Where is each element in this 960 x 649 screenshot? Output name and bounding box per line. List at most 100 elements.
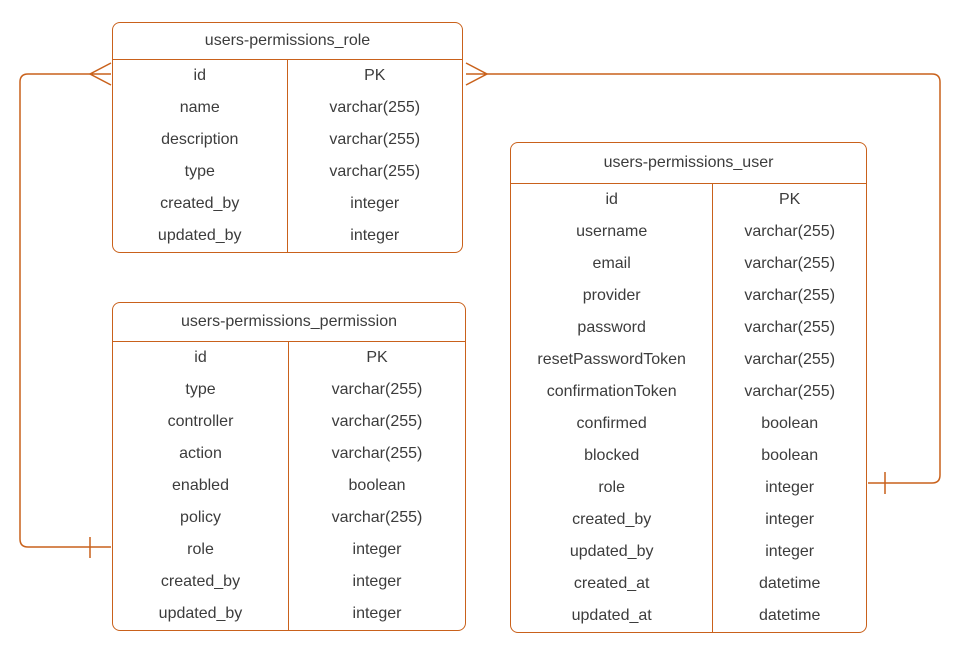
field-name-cell: id <box>113 342 289 374</box>
table-row: updated_by integer <box>511 536 866 568</box>
table-row: id PK <box>511 184 866 216</box>
field-type-cell: varchar(255) <box>331 413 423 430</box>
table-row: name varchar(255) <box>113 92 462 124</box>
field-type-cell: varchar(255) <box>744 255 836 272</box>
entity-users-permissions-user[interactable]: users-permissions_user id PK username varch… <box>510 142 867 633</box>
field-type-cell: PK <box>366 349 388 366</box>
field-name-cell: blocked <box>511 440 714 472</box>
field-name-cell: id <box>113 60 288 92</box>
table-row: confirmed boolean <box>511 408 866 440</box>
field-type-cell: varchar(255) <box>329 131 421 148</box>
field-type-cell: PK <box>364 67 386 84</box>
table-row: role integer <box>511 472 866 504</box>
crowfoot-many-icon <box>465 62 489 86</box>
field-type-cell: integer <box>350 227 400 244</box>
table-row: type varchar(255) <box>113 374 465 406</box>
entity-field-list: id PK name varchar(255) description varchar(2… <box>113 60 462 252</box>
table-row: updated_at datetime <box>511 600 866 632</box>
table-row: confirmationToken varchar(255) <box>511 376 866 408</box>
table-row: type varchar(255) <box>113 156 462 188</box>
field-name-cell: provider <box>511 280 714 312</box>
field-name-cell: password <box>511 312 714 344</box>
field-name-cell: enabled <box>113 470 289 502</box>
connector-line <box>19 73 111 548</box>
table-row: blocked boolean <box>511 440 866 472</box>
table-row: created_at datetime <box>511 568 866 600</box>
field-name-cell: created_at <box>511 568 714 600</box>
field-type-cell: varchar(255) <box>744 383 836 400</box>
crowfoot-many-icon <box>88 62 112 86</box>
table-row: id PK <box>113 342 465 374</box>
field-name-cell: username <box>511 216 714 248</box>
field-name-cell: id <box>511 184 714 216</box>
field-type-cell: integer <box>765 511 815 528</box>
entity-field-list: id PK type varchar(255) controller varchar(25… <box>113 342 465 630</box>
field-name-cell: controller <box>113 406 289 438</box>
field-name-cell: confirmationToken <box>511 376 714 408</box>
field-type-cell: varchar(255) <box>331 381 423 398</box>
table-row: action varchar(255) <box>113 438 465 470</box>
field-name-cell: name <box>113 92 288 124</box>
field-name-cell: policy <box>113 502 289 534</box>
field-name-cell: resetPasswordToken <box>511 344 714 376</box>
field-type-cell: integer <box>765 479 815 496</box>
field-type-cell: datetime <box>758 575 821 592</box>
field-name-cell: created_by <box>511 504 714 536</box>
field-type-cell: integer <box>765 543 815 560</box>
field-type-cell: boolean <box>761 447 819 464</box>
table-row: enabled boolean <box>113 470 465 502</box>
field-type-cell: varchar(255) <box>331 509 423 526</box>
field-type-cell: varchar(255) <box>329 99 421 116</box>
field-name-cell: type <box>113 156 288 188</box>
field-name-cell: role <box>113 534 289 566</box>
field-type-cell: varchar(255) <box>331 445 423 462</box>
table-row: provider varchar(255) <box>511 280 866 312</box>
entity-title: users-permissions_role <box>113 23 462 60</box>
field-name-cell: type <box>113 374 289 406</box>
field-name-cell: created_by <box>113 188 288 220</box>
field-type-cell: integer <box>352 573 402 590</box>
field-type-cell: varchar(255) <box>329 163 421 180</box>
table-row: created_by integer <box>511 504 866 536</box>
table-row: username varchar(255) <box>511 216 866 248</box>
table-row: updated_by integer <box>113 220 462 252</box>
field-name-cell: updated_at <box>511 600 714 632</box>
table-row: resetPasswordToken varchar(255) <box>511 344 866 376</box>
entity-field-list: id PK username varchar(255) email varchar(255… <box>511 184 866 632</box>
entity-title: users-permissions_permission <box>113 303 465 342</box>
field-name-cell: confirmed <box>511 408 714 440</box>
field-type-cell: varchar(255) <box>744 351 836 368</box>
field-type-cell: boolean <box>761 415 819 432</box>
field-type-cell: varchar(255) <box>744 223 836 240</box>
table-row: email varchar(255) <box>511 248 866 280</box>
entity-title: users-permissions_user <box>511 143 866 184</box>
field-name-cell: updated_by <box>113 598 289 630</box>
field-type-cell: PK <box>779 191 801 208</box>
field-name-cell: description <box>113 124 288 156</box>
table-row: description varchar(255) <box>113 124 462 156</box>
field-name-cell: updated_by <box>113 220 288 252</box>
field-type-cell: integer <box>350 195 400 212</box>
table-row: id PK <box>113 60 462 92</box>
field-type-cell: boolean <box>348 477 406 494</box>
field-type-cell: integer <box>352 605 402 622</box>
field-type-cell: varchar(255) <box>744 287 836 304</box>
field-name-cell: created_by <box>113 566 289 598</box>
field-name-cell: email <box>511 248 714 280</box>
field-type-cell: datetime <box>758 607 821 624</box>
field-type-cell: varchar(255) <box>744 319 836 336</box>
field-name-cell: role <box>511 472 714 504</box>
table-row: controller varchar(255) <box>113 406 465 438</box>
table-row: password varchar(255) <box>511 312 866 344</box>
table-row: updated_by integer <box>113 598 465 630</box>
table-row: created_by integer <box>113 566 465 598</box>
table-row: created_by integer <box>113 188 462 220</box>
entity-users-permissions-role[interactable]: users-permissions_role id PK name varchar(2… <box>112 22 463 253</box>
table-row: policy varchar(255) <box>113 502 465 534</box>
entity-users-permissions-permission[interactable]: users-permissions_permission id PK type var… <box>112 302 466 631</box>
relationship-role-to-permission <box>19 62 112 558</box>
field-name-cell: updated_by <box>511 536 714 568</box>
field-name-cell: action <box>113 438 289 470</box>
